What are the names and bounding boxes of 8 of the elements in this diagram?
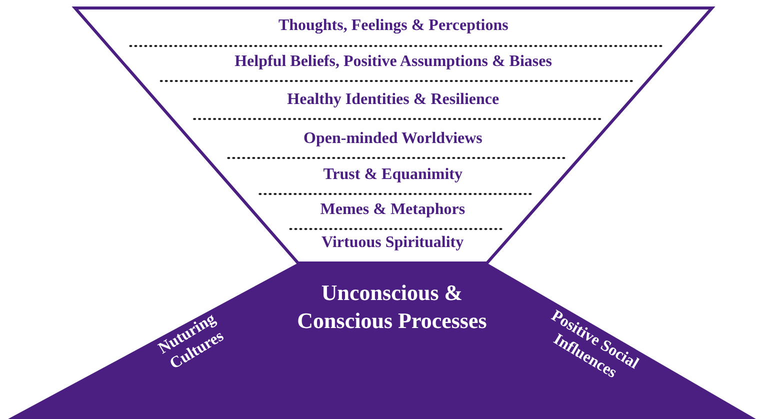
layer-label: Thoughts, Feelings & Perceptions [102, 17, 686, 35]
layer-label: Open-minded Worldviews [200, 130, 586, 148]
layer-label: Memes & Metaphors [262, 201, 523, 219]
layer-label: Trust & Equanimity [232, 166, 554, 184]
layer-label: Helpful Beliefs, Positive Assumptions & Biases [133, 53, 654, 71]
layer-label: Healthy Identities & Resilience [166, 91, 620, 109]
center-label: Unconscious & Conscious Processes [296, 279, 488, 335]
layer-label: Virtuous Spirituality [291, 234, 494, 252]
